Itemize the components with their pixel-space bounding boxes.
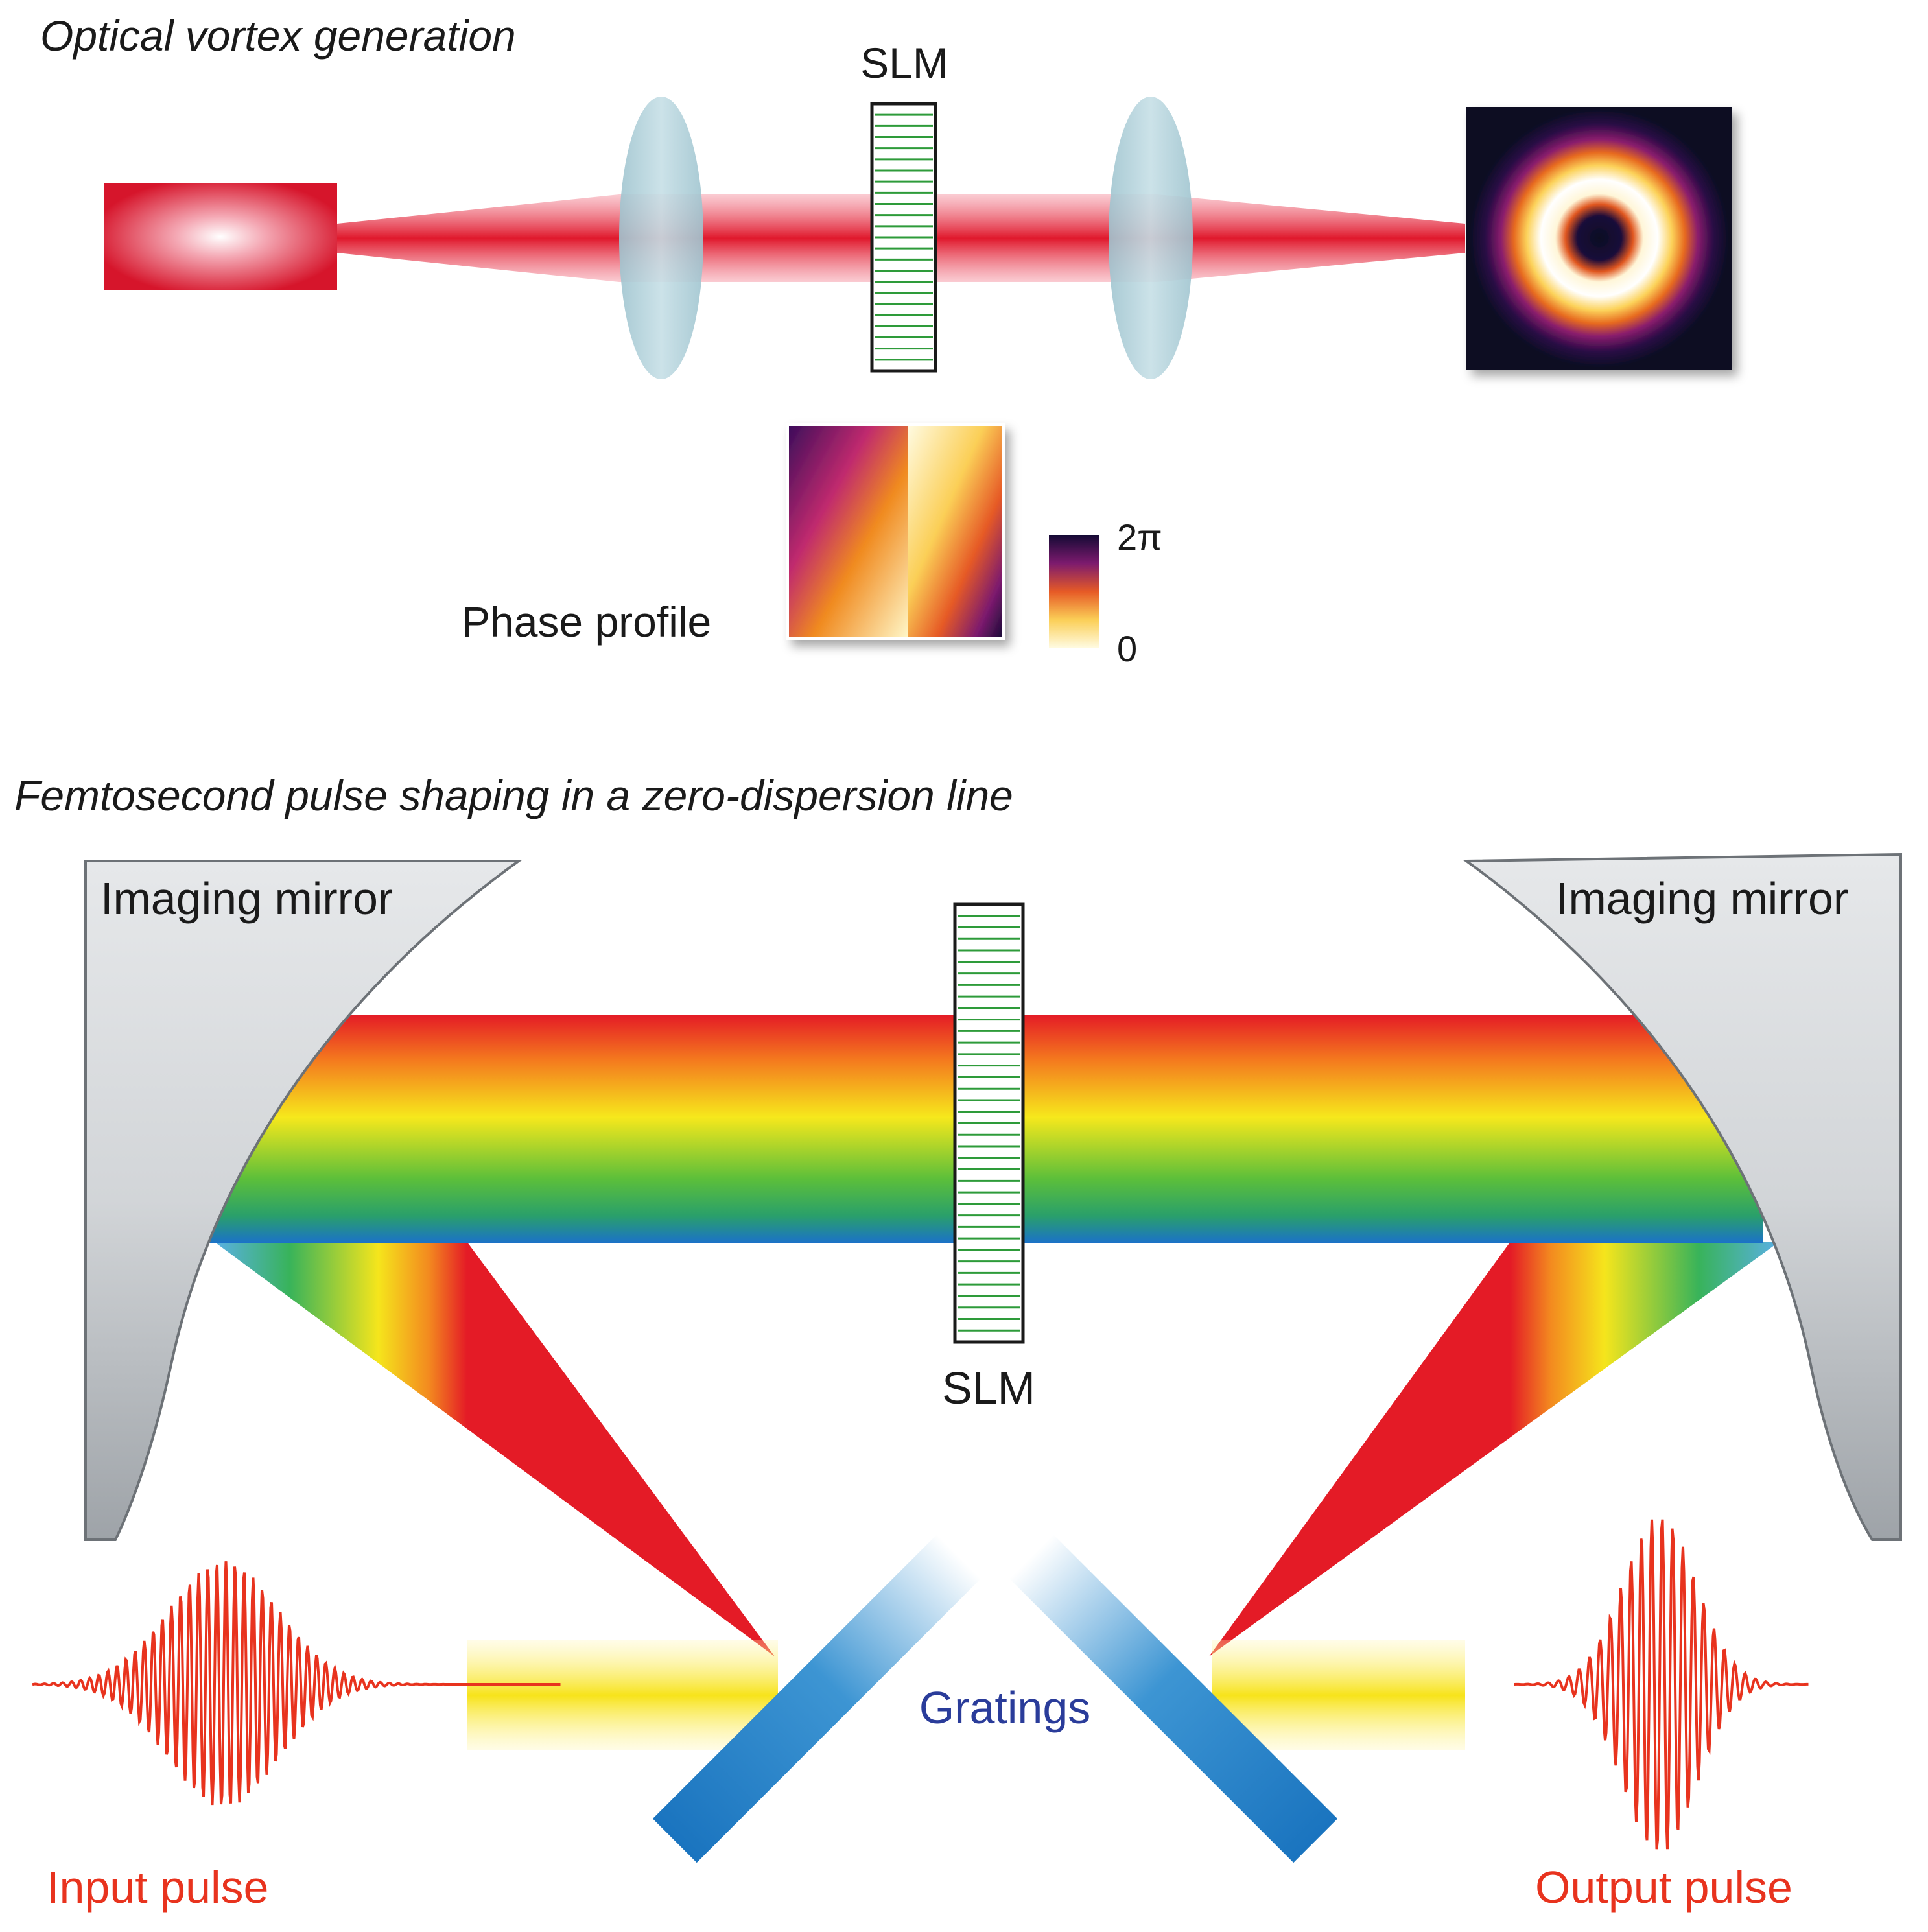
vortex-beam-profile: [1466, 107, 1732, 370]
grating-right: [1009, 1534, 1338, 1863]
input-pulse-waveform: [32, 1561, 561, 1806]
phase-colorbar: [1049, 535, 1099, 648]
spectral-fan-left: [214, 1242, 775, 1656]
colorbar-max-label: 2π: [1117, 517, 1162, 558]
bottom-title: Femtosecond pulse shaping in a zero-disp…: [14, 772, 1013, 819]
lens-left: [619, 97, 703, 379]
imaging-mirror-left-label: Imaging mirror: [100, 873, 393, 924]
imaging-mirror-right-label: Imaging mirror: [1556, 873, 1848, 924]
slm-top: [870, 102, 937, 373]
output-pulse-waveform: [1514, 1519, 1809, 1850]
lens-right: [1109, 97, 1193, 379]
output-pulse-label: Output pulse: [1535, 1862, 1793, 1913]
slm-bottom: [953, 902, 1025, 1344]
input-beam: [467, 1640, 778, 1750]
grating-left: [652, 1534, 982, 1863]
imaging-mirror-left: [84, 860, 523, 1541]
slm-label-bottom: SLM: [942, 1363, 1035, 1413]
slm-label-top: SLM: [860, 39, 948, 87]
phase-profile-image: [786, 423, 1005, 640]
input-pulse-label: Input pulse: [47, 1862, 268, 1913]
gratings-label: Gratings: [919, 1682, 1091, 1733]
laser-source: [104, 183, 337, 290]
imaging-mirror-right: [1462, 853, 1902, 1541]
phase-profile-label: Phase profile: [462, 598, 711, 646]
output-beam: [1212, 1640, 1465, 1750]
top-title: Optical vortex generation: [40, 12, 516, 60]
colorbar-min-label: 0: [1117, 628, 1137, 669]
spectral-fan-right: [1209, 1242, 1780, 1656]
